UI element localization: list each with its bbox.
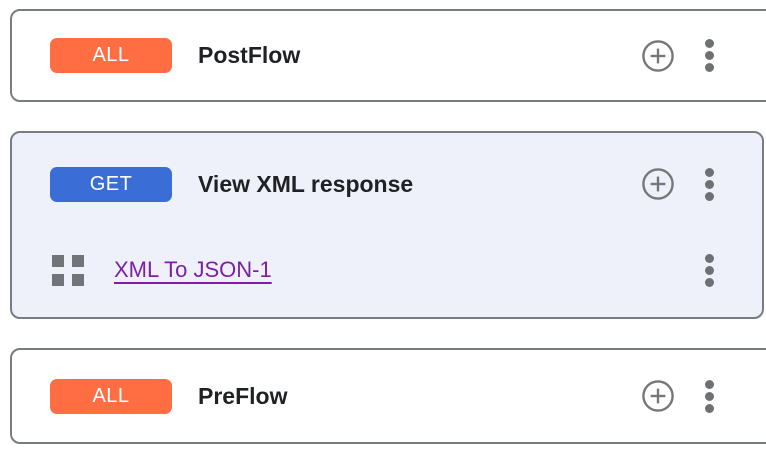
kebab-dot [705, 191, 714, 201]
kebab-dot [705, 403, 714, 413]
kebab-dot [705, 39, 714, 48]
method-badge-all: ALL [50, 378, 172, 414]
add-step-button[interactable] [641, 167, 675, 201]
kebab-dot [705, 63, 714, 72]
plus-circle-icon [642, 380, 674, 412]
flow-row-view-xml-response: GET View XML response [12, 159, 762, 209]
kebab-dot [705, 379, 714, 389]
add-step-button[interactable] [641, 379, 675, 413]
flow-title-view-xml-response: View XML response [198, 170, 414, 197]
grid-square [52, 273, 64, 286]
method-badge-all: ALL [50, 38, 172, 73]
kebab-menu-button[interactable] [704, 167, 715, 201]
kebab-dot [705, 179, 714, 189]
flow-row-preflow: ALL PreFlow [12, 350, 766, 442]
grid-square [72, 273, 84, 286]
add-step-button[interactable] [641, 39, 675, 73]
method-badge-get: GET [50, 166, 172, 202]
flow-title-postflow: PostFlow [198, 42, 301, 68]
grid-squares-icon [52, 254, 84, 286]
policy-link-xml-to-json-1[interactable]: XML To JSON-1 [114, 257, 272, 282]
kebab-dot [705, 265, 714, 275]
flow-card-view-xml-response: GET View XML response [10, 131, 764, 319]
flow-row-postflow: ALL PostFlow [12, 11, 766, 100]
kebab-menu-button[interactable] [704, 39, 715, 73]
policy-row-xml-to-json: XML To JSON-1 [12, 245, 762, 295]
grid-square [72, 254, 84, 267]
plus-circle-icon [642, 168, 674, 200]
kebab-dot [705, 277, 714, 287]
flow-card-preflow: ALL PreFlow [10, 348, 766, 444]
flow-card-postflow: ALL PostFlow [10, 9, 766, 102]
kebab-dot [705, 51, 714, 60]
flow-title-preflow: PreFlow [198, 382, 288, 409]
grid-square [52, 254, 64, 267]
kebab-dot [705, 167, 714, 177]
kebab-dot [705, 253, 714, 263]
kebab-dot [705, 391, 714, 401]
kebab-menu-button[interactable] [704, 379, 715, 413]
kebab-menu-button[interactable] [704, 253, 715, 287]
plus-circle-icon [642, 39, 674, 72]
